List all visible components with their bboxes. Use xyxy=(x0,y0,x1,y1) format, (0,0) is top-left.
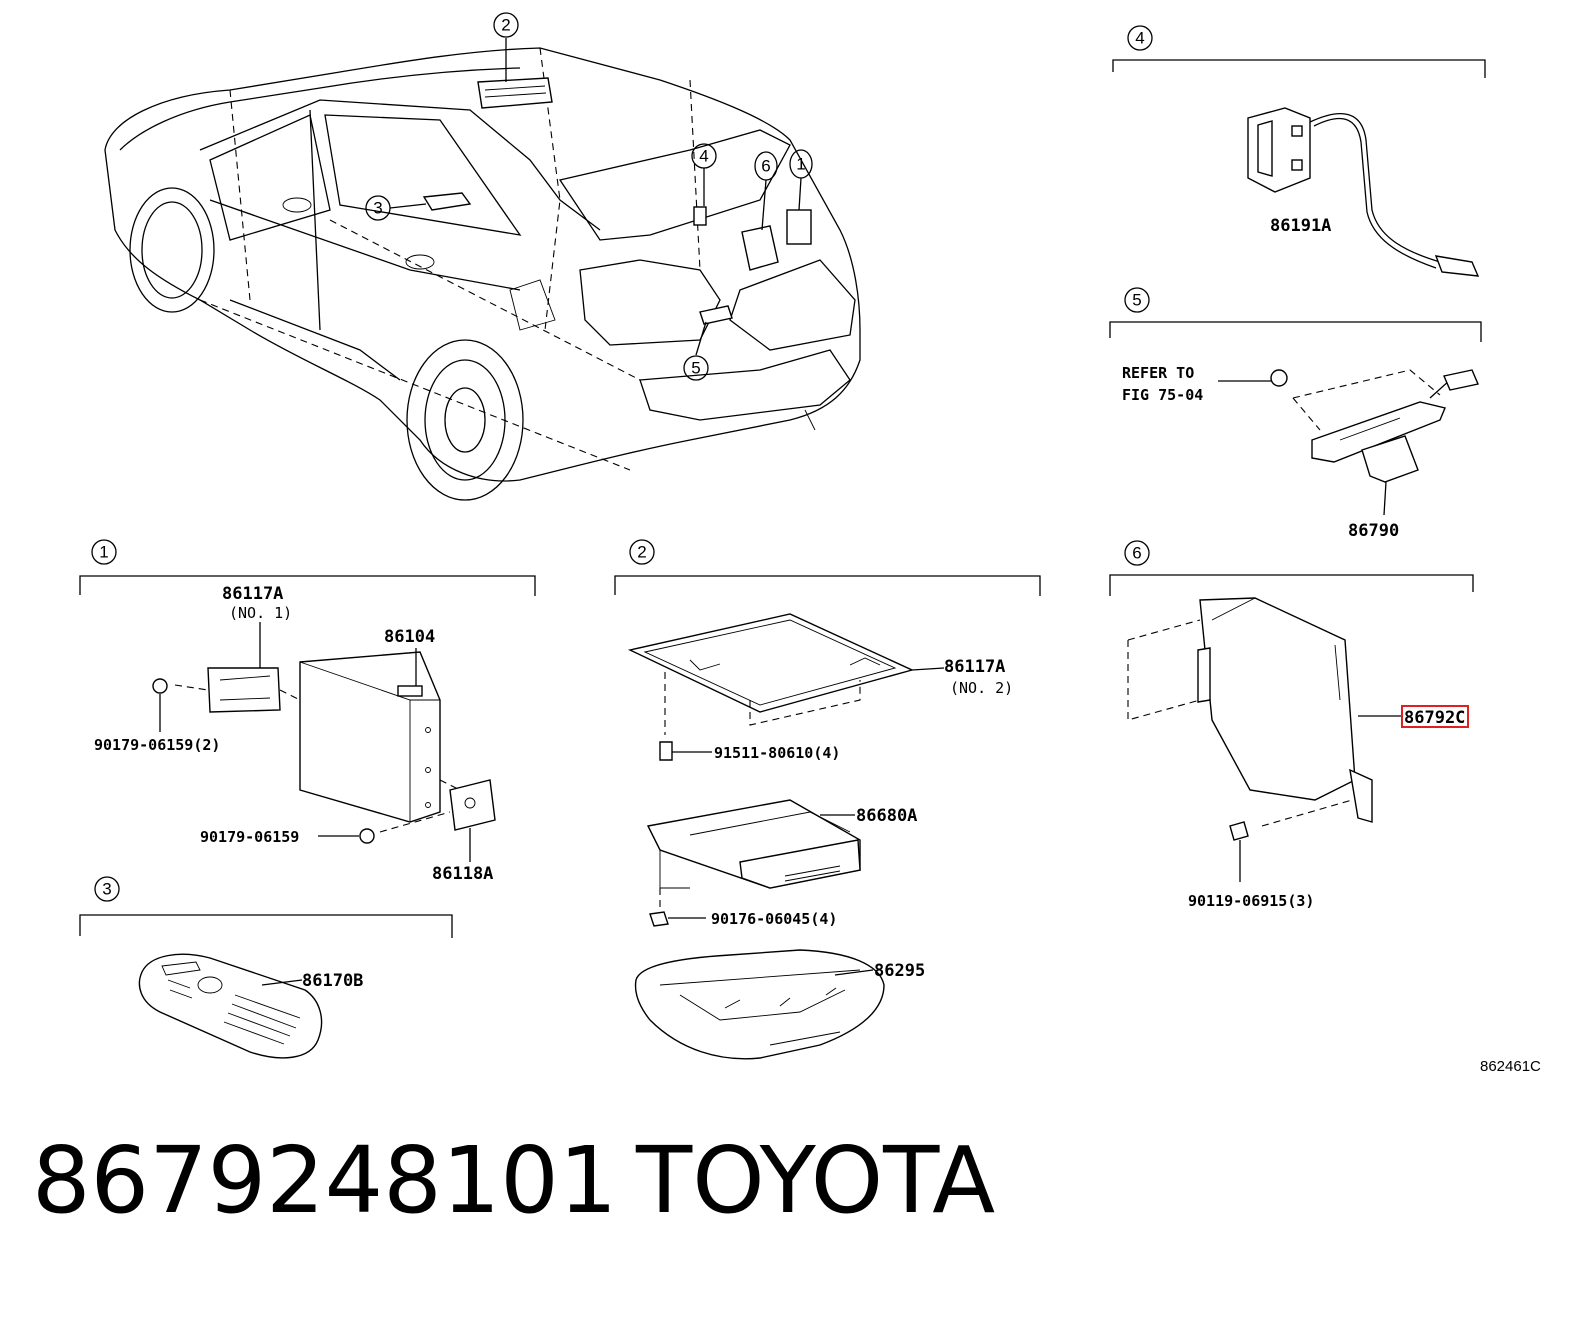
unit-86104-drawing xyxy=(299,651,441,823)
vehicle-callout-5: 5 xyxy=(683,355,709,381)
svg-text:4: 4 xyxy=(699,147,708,166)
remote-86170B-drawing xyxy=(138,953,323,1059)
vehicle-callout-6: 6 xyxy=(754,151,778,181)
svg-text:1: 1 xyxy=(99,543,108,562)
camera-86790-drawing xyxy=(1292,369,1479,516)
highlight-box-86792C xyxy=(1401,705,1469,728)
section-5: 5 REFER TO FIG 75-04 86790 xyxy=(1109,287,1482,541)
svg-text:6: 6 xyxy=(1132,544,1141,563)
brand-title: TOYOTA xyxy=(636,1127,996,1234)
vehicle-callout-1: 1 xyxy=(789,149,813,179)
housing-86295-drawing xyxy=(634,949,885,1060)
part-label-86680A: 86680A xyxy=(856,806,917,826)
part-label-91511-80610: 91511-80610(4) xyxy=(714,744,840,762)
part-label-90176-06045: 90176-06045(4) xyxy=(711,910,837,928)
vehicle-callout-4: 4 xyxy=(691,143,717,169)
section-2: 2 86117A (NO. 2) 91511-80610(4) 86680A 9… xyxy=(614,539,1041,1060)
svg-text:5: 5 xyxy=(1132,291,1141,310)
vehicle-callout-3: 3 xyxy=(365,195,391,221)
ecu-86792C-drawing xyxy=(1127,597,1402,882)
part-label-90119-06915: 90119-06915(3) xyxy=(1188,892,1314,910)
part-label-90179-06159-2: 90179-06159(2) xyxy=(94,736,220,754)
section-6: 6 86792C 90119-06915(3) xyxy=(1109,540,1474,910)
part-label-86104: 86104 xyxy=(384,627,435,647)
part-note-no1: (NO. 1) xyxy=(229,604,292,622)
svg-text:2: 2 xyxy=(637,543,646,562)
part-label-90179-06159: 90179-06159 xyxy=(200,828,299,846)
svg-text:1: 1 xyxy=(796,155,805,174)
part-label-86117A-no2: 86117A xyxy=(944,657,1005,677)
part-label-86790: 86790 xyxy=(1348,521,1399,541)
svg-text:3: 3 xyxy=(373,199,382,218)
svg-text:4: 4 xyxy=(1135,29,1144,48)
bracket-86118A-drawing xyxy=(449,779,496,831)
part-note-no2: (NO. 2) xyxy=(950,679,1013,697)
vehicle-callout-2: 2 xyxy=(493,12,519,38)
part-label-86170B: 86170B xyxy=(302,971,363,991)
jack-86191A-drawing xyxy=(1247,107,1480,277)
part-label-86118A: 86118A xyxy=(432,864,493,884)
part-label-86792C: 86792C xyxy=(1404,708,1465,728)
bracket-86117A-drawing xyxy=(207,667,281,713)
svg-text:5: 5 xyxy=(691,359,700,378)
svg-text:2: 2 xyxy=(501,16,510,35)
part-label-86295: 86295 xyxy=(874,961,925,981)
section-4: 4 86191A xyxy=(1112,25,1486,277)
part-label-86191A: 86191A xyxy=(1270,216,1331,236)
part-number-title: 8679248101 xyxy=(32,1127,618,1234)
refer-to-line2: FIG 75-04 xyxy=(1122,386,1203,404)
cover-86117A-no2-drawing xyxy=(627,613,915,735)
vehicle-illustration xyxy=(104,38,861,501)
svg-text:3: 3 xyxy=(102,880,111,899)
svg-text:6: 6 xyxy=(761,157,770,176)
section-3: 3 86170B xyxy=(79,876,453,1059)
player-86680A-drawing xyxy=(646,799,861,912)
refer-to-line1: REFER TO xyxy=(1122,364,1194,382)
figure-code: 862461C xyxy=(1480,1058,1541,1075)
section-1: 1 86117A (NO. 1) 86104 90179-06159(2) xyxy=(79,539,536,884)
part-label-86117A-no1: 86117A xyxy=(222,584,283,604)
